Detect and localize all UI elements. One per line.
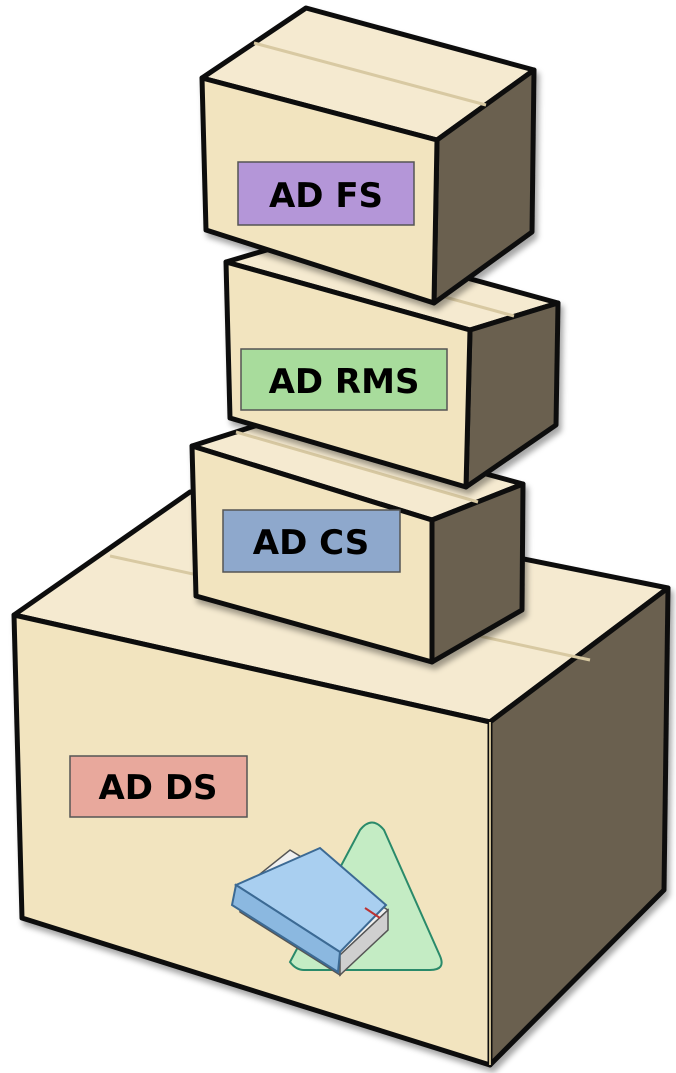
ad-ds-label-text: AD DS [98, 768, 217, 808]
ad-cs-label-text: AD CS [253, 523, 369, 563]
ad-ds-label: AD DS [69, 755, 248, 818]
ad-rms-label-text: AD RMS [269, 362, 420, 402]
ad-cs-label: AD CS [222, 509, 401, 573]
directory-book-icon [230, 846, 390, 977]
ad-fs-label-text: AD FS [269, 176, 383, 216]
ad-fs-label: AD FS [237, 161, 415, 226]
ad-rms-label: AD RMS [240, 348, 448, 411]
